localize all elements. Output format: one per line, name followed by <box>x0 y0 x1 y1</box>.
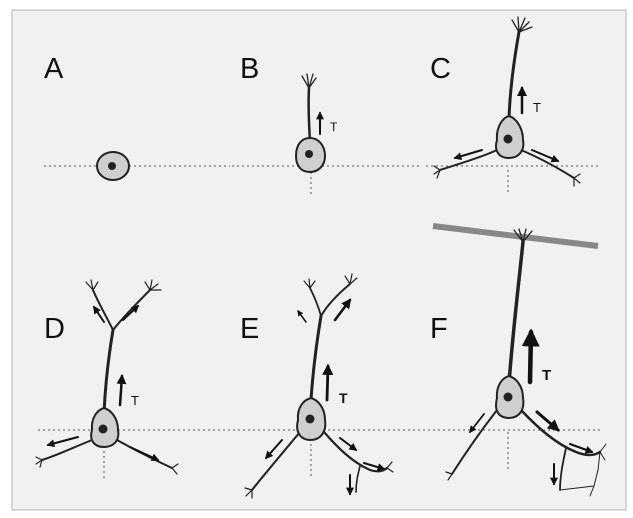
t-label-e: T <box>339 390 348 406</box>
neurite-b <box>309 88 310 142</box>
nucleus-f <box>504 393 513 402</box>
panel-letter-e: E <box>240 313 259 345</box>
t-label-f: T <box>542 367 551 384</box>
nucleus-b <box>305 150 313 158</box>
t-label-c: T <box>533 100 541 115</box>
t-label-b: T <box>330 120 338 134</box>
nucleus-e <box>306 415 315 424</box>
nucleus-d <box>99 425 108 434</box>
panel-letter-f: F <box>430 313 448 345</box>
nucleus-a <box>108 162 116 170</box>
panel-letter-d: D <box>44 313 65 345</box>
tension-arrow-e <box>327 366 328 400</box>
t-label-d: T <box>131 393 139 408</box>
panel-letter-c: C <box>430 53 451 85</box>
tension-arrow-f <box>530 332 531 382</box>
nucleus-c <box>504 135 513 144</box>
panel-letter-b: B <box>240 53 259 85</box>
panel-letter-a: A <box>44 53 64 85</box>
